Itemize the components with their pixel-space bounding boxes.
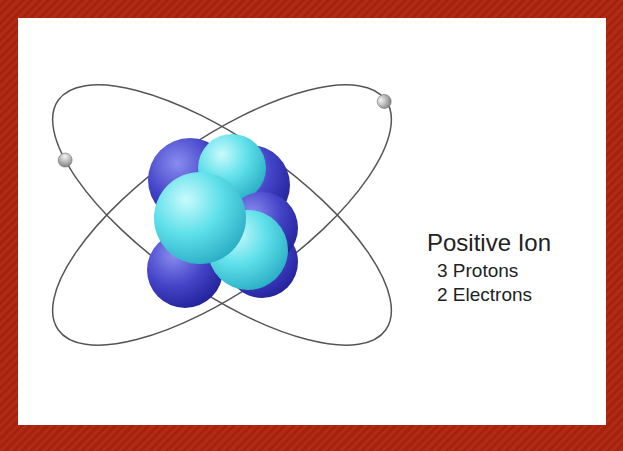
ion-title: Positive Ion [427, 229, 551, 257]
electron [374, 92, 393, 111]
orbit [15, 39, 429, 391]
nucleus [147, 134, 298, 308]
electron [55, 150, 74, 169]
proton-count: 3 Protons [437, 260, 518, 282]
electron-count: 2 Electrons [437, 284, 532, 306]
orbit [15, 39, 429, 391]
white-panel [18, 18, 606, 425]
